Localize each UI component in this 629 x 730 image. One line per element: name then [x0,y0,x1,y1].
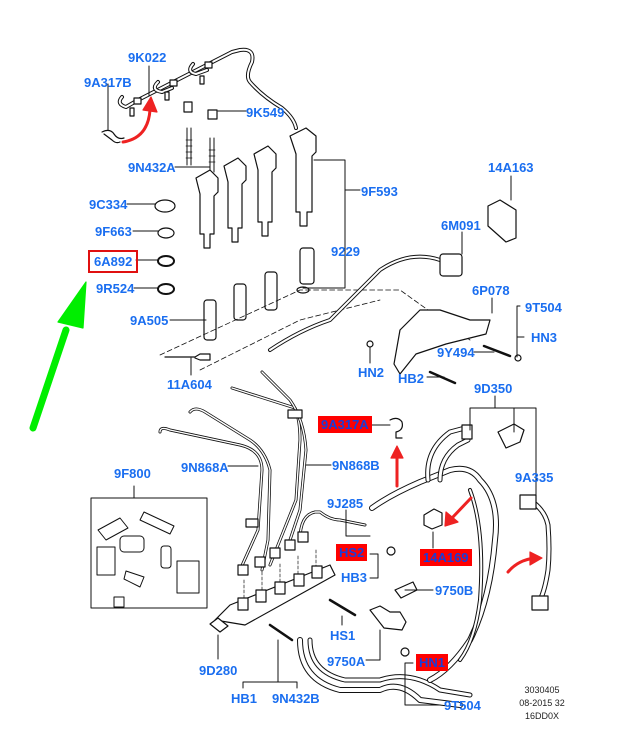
part-label-HB2[interactable]: HB2 [398,371,425,386]
part-label-HN2[interactable]: HN2 [358,365,385,380]
part-label-9A335[interactable]: 9A335 [515,470,554,485]
part-label-9D280[interactable]: 9D280 [199,663,238,678]
part-label-HS1[interactable]: HS1 [330,628,356,643]
part-label-HS2[interactable]: HS2 [336,544,368,561]
part-label-9D350[interactable]: 9D350 [474,381,513,396]
part-label-9Y494[interactable]: 9Y494 [437,345,475,360]
part-label-9T504-lower[interactable]: 9T504 [444,698,481,713]
part-label-HN1[interactable]: HN1 [416,654,449,671]
part-label-HN3[interactable]: HN3 [531,330,558,345]
part-label-9C334[interactable]: 9C334 [89,197,128,212]
part-label-6P078[interactable]: 6P078 [472,283,510,298]
green-arrow [29,281,87,432]
part-label-9F800[interactable]: 9F800 [114,466,151,481]
gasket-9C334 [154,199,176,213]
sensor-6M091 [439,253,463,277]
reference-line-2: 08-2015 32 [519,698,565,708]
part-label-9K022[interactable]: 9K022 [128,50,167,65]
part-label-11A604[interactable]: 11A604 [167,377,212,392]
injector-pipes [158,370,367,576]
part-label-9750A[interactable]: 9750A [327,654,366,669]
part-label-9N868B[interactable]: 9N868B [332,458,380,473]
part-label-9N432A[interactable]: 9N432A [128,160,176,175]
part-label-9A317B[interactable]: 9A317B [84,75,132,90]
part-label-9T504-upper[interactable]: 9T504 [525,300,562,315]
part-label-6A892[interactable]: 6A892 [88,250,139,273]
reference-code: 3030405 08-2015 32 16DD0X [507,684,577,723]
part-label-9A505[interactable]: 9A505 [130,313,169,328]
part-label-9F593[interactable]: 9F593 [361,184,398,199]
clip-9A317B [101,129,125,140]
part-label-14A169[interactable]: 14A169 [420,549,472,566]
part-label-9K549[interactable]: 9K549 [246,105,285,120]
part-label-HB1[interactable]: HB1 [231,691,258,706]
red-arrows [121,96,543,574]
part-label-9N432B[interactable]: 9N432B [272,691,320,706]
part-label-9N868A[interactable]: 9N868A [181,460,229,475]
reference-line-1: 3030405 [524,685,560,695]
part-label-9A317A[interactable]: 9A317A [318,416,372,433]
part-label-9R524[interactable]: 9R524 [96,281,135,296]
part-label-14A163[interactable]: 14A163 [488,160,534,175]
part-label-9F663[interactable]: 9F663 [95,224,132,239]
fuel-return-rail [117,47,298,130]
kit-contents [96,511,200,608]
reference-line-3: 16DD0X [524,711,560,721]
fuel-hoses [297,424,499,708]
part-label-9J285[interactable]: 9J285 [327,496,364,511]
part-label-9229[interactable]: 9229 [331,244,360,259]
fuel-rail-9D280 [209,549,336,633]
part-label-HB3[interactable]: HB3 [341,570,368,585]
part-label-6M091[interactable]: 6M091 [441,218,481,233]
injectors [195,127,317,341]
part-label-9750B[interactable]: 9750B [435,583,474,598]
